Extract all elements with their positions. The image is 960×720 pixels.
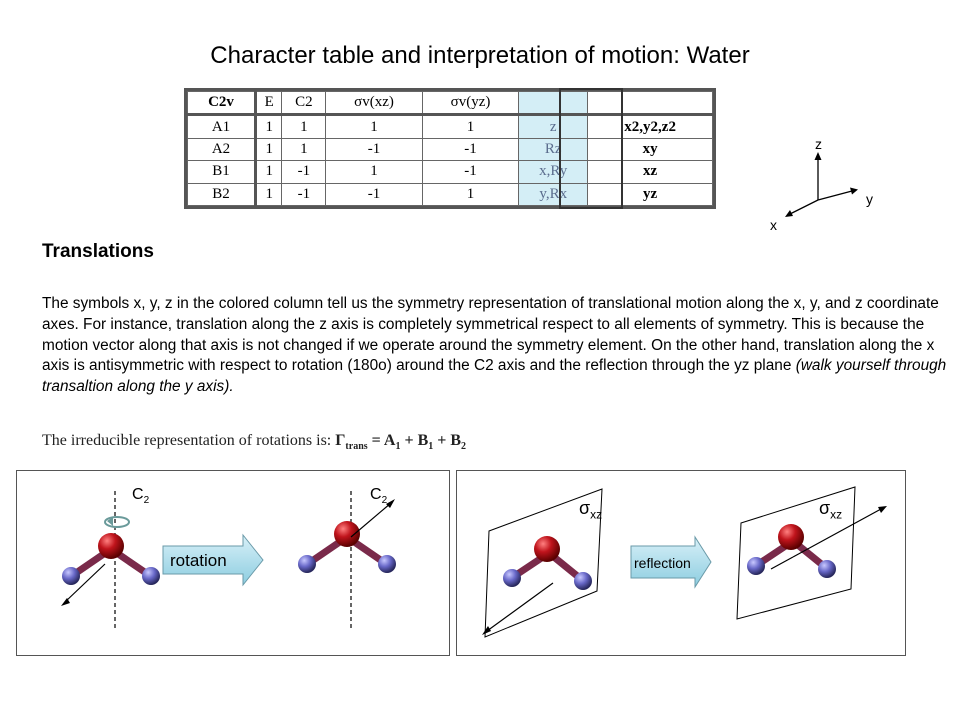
coordinate-axes: z y x [760,130,880,240]
gamma-symbol: Γ [335,432,346,449]
table-cell: A1 [187,114,257,139]
section-heading: Translations [42,241,154,262]
oxygen-atom [334,521,360,547]
hydrogen-atom [747,557,765,575]
highlight-column-frame [559,88,623,209]
rotation-arc-icon [104,516,130,528]
rotation-label: rotation [170,551,227,570]
irrep-a: = A [367,432,396,449]
table-cell: A2 [187,137,257,162]
reflection-arrow-icon [630,535,712,589]
table-cell: z [518,114,589,139]
sigma-xz-label: σxz [819,498,843,522]
table-cell: -1 [325,182,423,207]
reflection-diagram [482,486,887,638]
table-header-cell [518,90,589,117]
table-cell: 1 [325,160,423,184]
table-cell: B2 [187,182,257,207]
irrep-b: + B [433,432,462,449]
axis-label-y: y [866,191,873,207]
reflection-panel: σxz σxz reflection [456,470,906,656]
table-cell: -1 [281,182,327,207]
table-cell: B1 [187,160,257,184]
table-cell: 1 [281,114,327,139]
hydrogen-atom [62,567,80,585]
hydrogen-atom [503,569,521,587]
table-cell: -1 [281,160,327,184]
table-cell: -1 [421,137,520,162]
table-cell: 1 [254,182,283,207]
c2-axis-label: C2 [132,486,150,507]
irrep-sub: 1 [395,441,401,453]
table-row: B1 1 -1 1 -1 x,Ry xz [187,160,713,184]
table-cell: x2,y2,z2 [587,114,713,139]
table-cell: 1 [421,114,520,139]
gamma-subscript: trans [345,441,368,453]
oxygen-atom [98,533,124,559]
hydrogen-atom [378,555,396,573]
table-cell: 1 [254,137,283,162]
paragraph-text: The symbols x, y, z in the colored colum… [42,295,939,375]
table-cell: xy [587,137,713,162]
reflection-label: reflection [634,555,691,571]
irrep-b: + B [400,432,429,449]
table-header-cell: σv(xz) [325,90,423,117]
hydrogen-atom [818,560,836,578]
table-cell: -1 [421,160,520,184]
body-paragraph: The symbols x, y, z in the colored colum… [42,294,957,398]
table-header-cell: C2 [281,90,327,117]
table-header-cell: σv(yz) [421,90,520,117]
table-header-cell [587,90,713,117]
table-cell: y,Rx [518,182,589,207]
rotation-diagram [61,491,396,629]
rotation-arrow-icon [162,533,264,587]
paragraph-italic: (walk yourself through transaltion along… [42,357,947,396]
axis-label-x: x [770,217,777,233]
table-cell: -1 [325,137,423,162]
table-cell: 1 [421,182,520,207]
hydrogen-atom [142,567,160,585]
table-cell: 1 [281,137,327,162]
hydrogen-atom [574,572,592,590]
irrep-text: The irreducible representation of rotati… [42,432,336,449]
table-row: A2 1 1 -1 -1 Rz xy [187,137,713,162]
axis-label-z: z [815,136,822,152]
table-cell: yz [587,182,713,207]
mirror-plane-icon [736,486,856,620]
axes-icon [785,152,858,217]
character-table: C2v E C2 σv(xz) σv(yz) A1 1 1 1 1 z x2,y… [184,88,716,209]
c2-axis-label: C2 [370,486,388,507]
table-header-cell: C2v [187,90,257,117]
hydrogen-atom [298,555,316,573]
sigma-xz-label: σxz [579,498,603,522]
table-header-cell: E [254,90,283,117]
mirror-plane-icon [484,488,603,638]
table-row: A1 1 1 1 1 z x2,y2,z2 [187,114,713,139]
table-cell: 1 [325,114,423,139]
irrep-sub: 2 [461,441,467,453]
table-header-row: C2v E C2 σv(xz) σv(yz) [187,90,713,117]
table-cell: 1 [254,114,283,139]
irrep-sub: 1 [428,441,434,453]
table-cell: Rz [518,137,589,162]
irreducible-representation: The irreducible representation of rotati… [42,432,466,452]
page-title: Character table and interpretation of mo… [210,42,750,69]
oxygen-atom [778,524,804,550]
table-row: B2 1 -1 -1 1 y,Rx yz [187,182,713,207]
oxygen-atom [534,536,560,562]
table-cell: 1 [254,160,283,184]
rotation-panel: C2 C2 rotation [16,470,450,656]
